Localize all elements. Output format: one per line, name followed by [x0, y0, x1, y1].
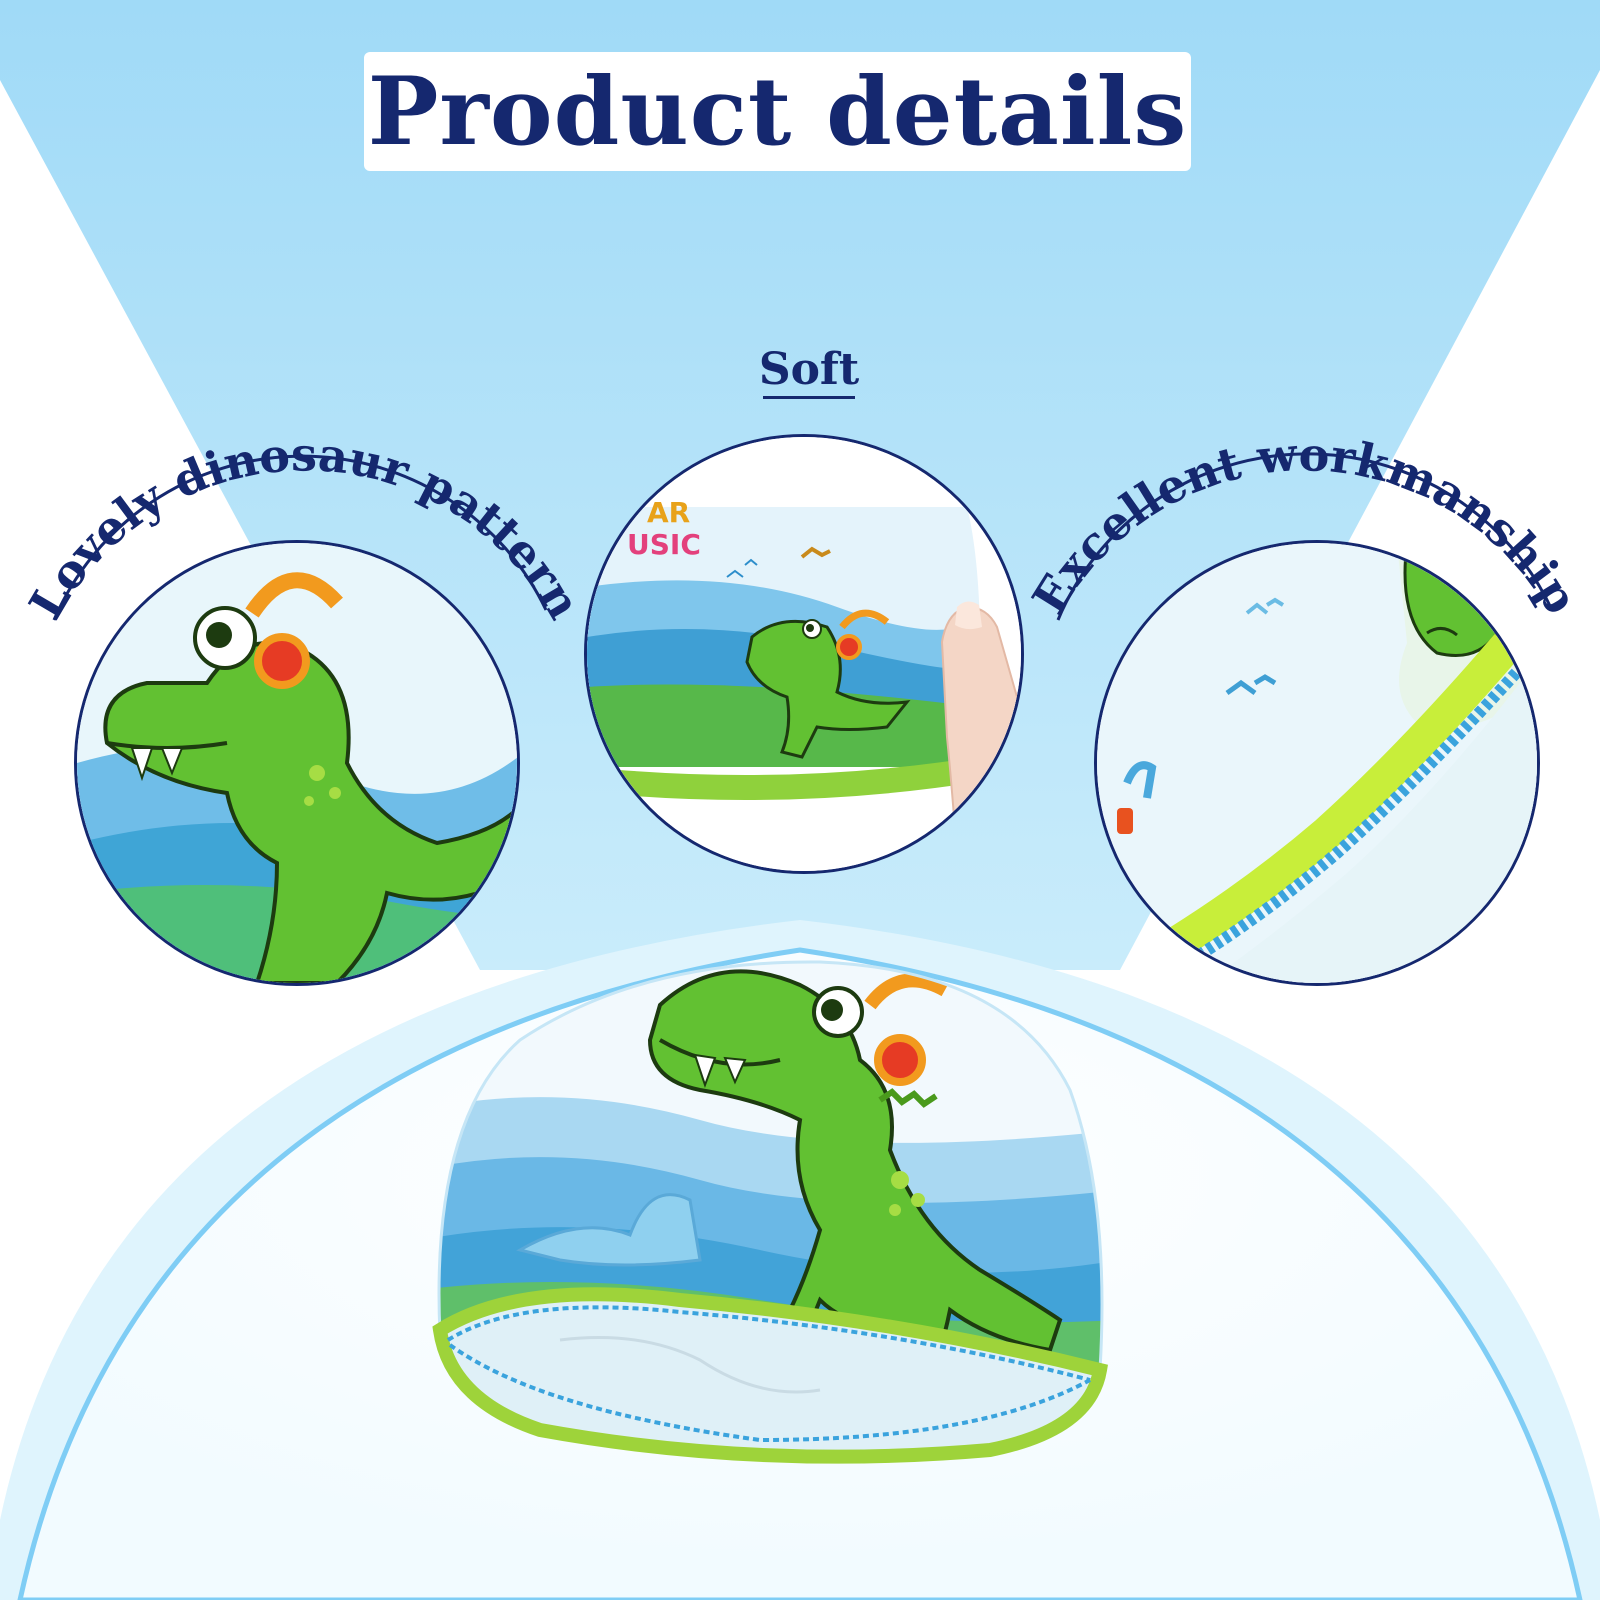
- dinosaur-closeup-image: [77, 543, 517, 983]
- cap-print-text-2: USIC: [627, 528, 701, 561]
- stitching-closeup-image: [1097, 543, 1537, 983]
- stretched-cap-image: AR USIC: [587, 437, 1021, 871]
- detail-circle-soft: AR USIC: [584, 434, 1024, 874]
- feature-label-soft: Soft: [758, 344, 860, 395]
- detail-circle-workmanship: [1094, 540, 1540, 986]
- detail-circle-pattern: [74, 540, 520, 986]
- title-box: Product details: [364, 52, 1191, 171]
- soft-underline: [763, 396, 855, 399]
- cap-print-text-1: AR: [647, 496, 690, 529]
- page-title: Product details: [367, 56, 1188, 167]
